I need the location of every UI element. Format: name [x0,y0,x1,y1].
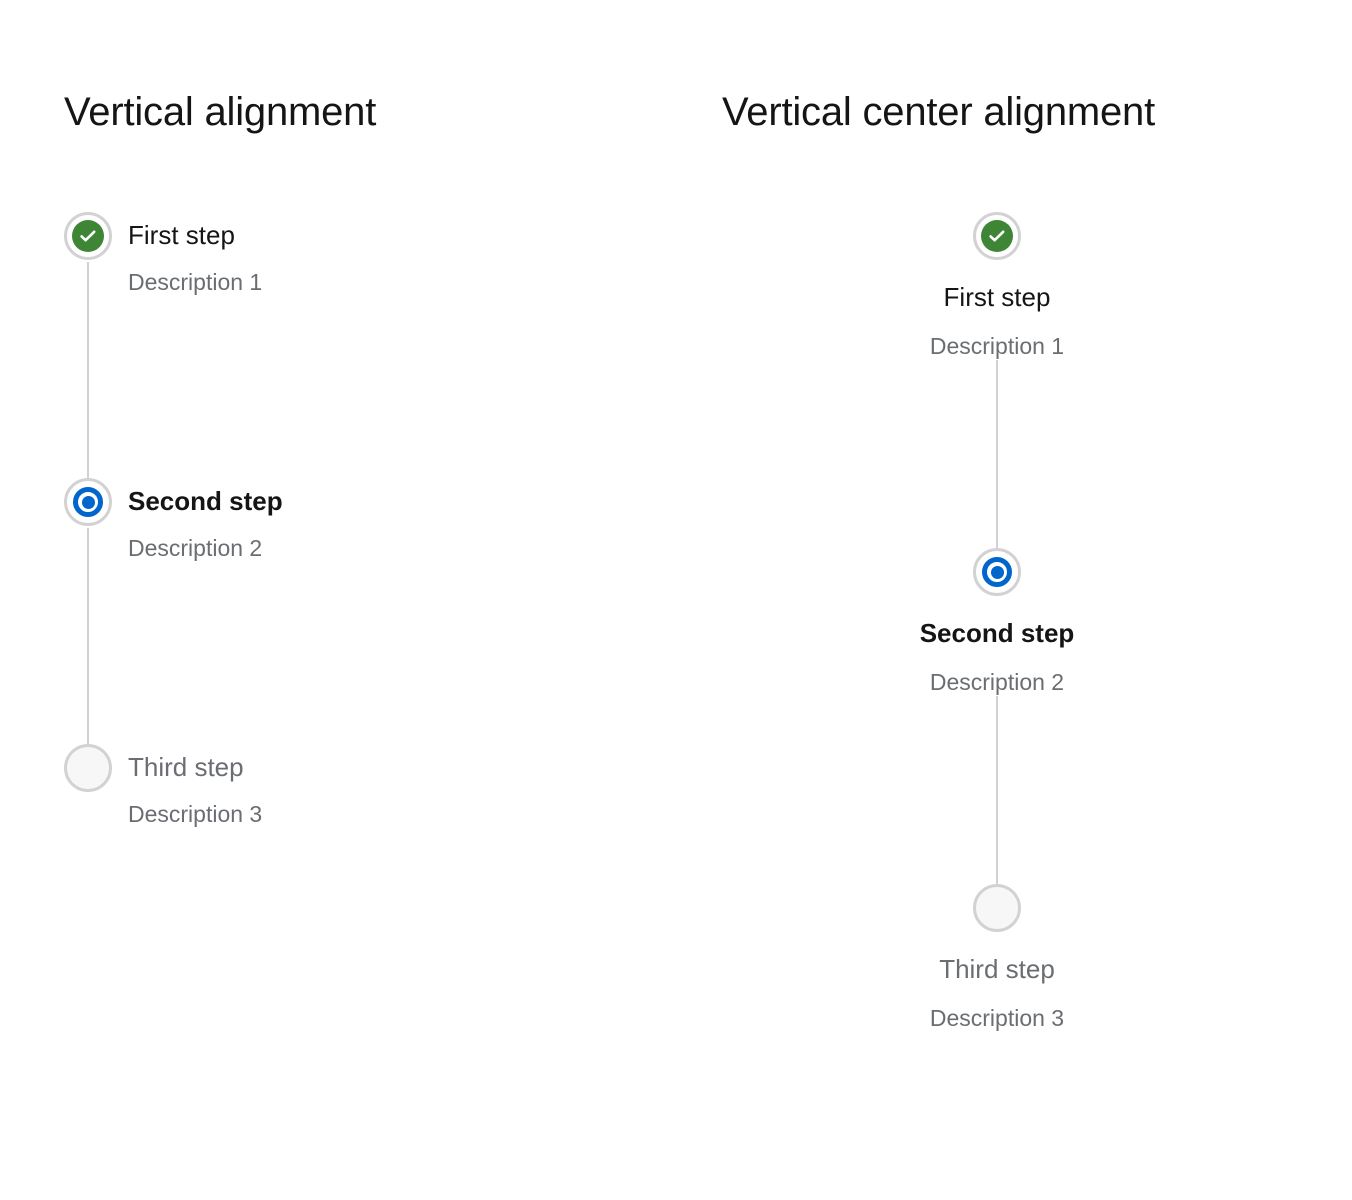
step-title: Second step [919,618,1075,648]
stepper-step-first[interactable]: First step Description 1 [877,212,1117,360]
radio-active-icon [73,487,103,517]
step-description: Description 1 [128,269,263,295]
step-description: Description 2 [128,535,263,561]
section-heading-vertical-center: Vertical center alignment [722,90,1156,134]
step-icon-ring [973,884,1021,932]
stepper-step-second[interactable]: Second step Description 2 [877,548,1117,696]
stepper-step-third[interactable]: Third step Description 3 [877,884,1117,1032]
step-title: Second step [128,486,283,516]
progress-stepper-vertical-center: First step Description 1 Second step Des… [877,212,1117,1032]
step-connector-line [996,696,998,884]
stepper-step-second[interactable]: Second step Description 2 [64,478,484,750]
step-icon-ring [64,744,112,792]
stepper-step-third[interactable]: Third step Description 3 [64,744,484,828]
check-circle-icon [981,220,1013,252]
step-title: First step [943,282,1051,312]
step-icon-ring [973,212,1021,260]
stepper-step-first[interactable]: First step Description 1 [64,212,484,484]
step-title: First step [128,220,235,250]
step-title: Third step [939,954,1055,984]
step-description: Description 1 [929,333,1065,359]
step-description: Description 2 [929,669,1065,695]
step-description: Description 3 [128,801,263,827]
step-icon-ring [973,548,1021,596]
check-circle-icon [72,220,104,252]
step-icon-ring [64,212,112,260]
step-title: Third step [128,752,244,782]
step-connector-line [996,360,998,548]
radio-active-icon [982,557,1012,587]
step-icon-ring [64,478,112,526]
radio-dot [81,495,95,509]
step-description: Description 3 [929,1005,1065,1031]
section-heading-vertical: Vertical alignment [64,90,377,134]
progress-stepper-vertical: First step Description 1 Second step Des… [64,212,484,828]
radio-dot [990,565,1004,579]
